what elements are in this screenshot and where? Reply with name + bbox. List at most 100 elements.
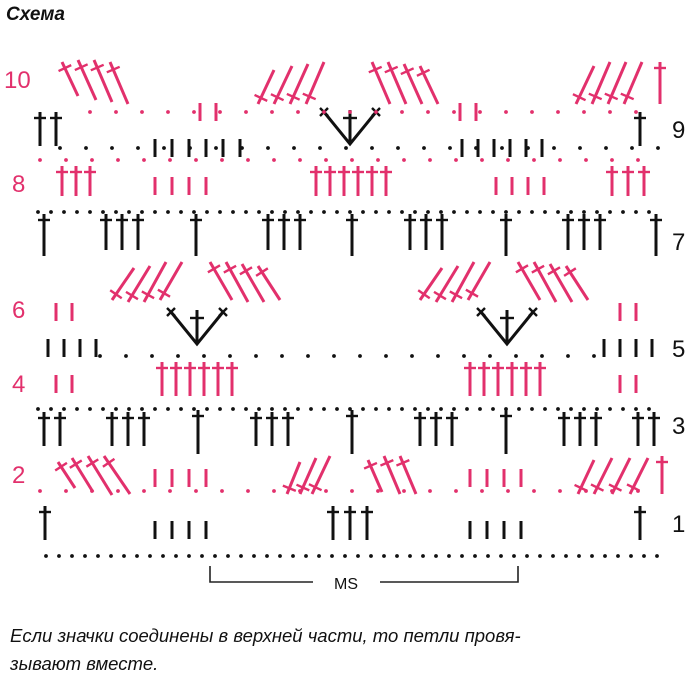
chain-dot — [402, 158, 406, 162]
chain-dot — [382, 554, 386, 558]
chain-dot — [504, 110, 508, 114]
chain-dot — [168, 489, 172, 493]
chain-dot — [98, 354, 102, 358]
chain-dot — [374, 210, 378, 214]
chain-dot — [166, 407, 170, 411]
chain-dot — [540, 354, 544, 358]
chain-dot — [504, 407, 508, 411]
chain-dot — [486, 554, 490, 558]
chain-dot — [270, 110, 274, 114]
chain-dot — [454, 489, 458, 493]
chain-dot — [205, 210, 209, 214]
row-number-7: 7 — [672, 229, 685, 256]
repeat-label: MS — [334, 576, 358, 593]
chain-dot — [49, 407, 53, 411]
chain-dot — [324, 158, 328, 162]
chain-dot — [226, 554, 230, 558]
chain-dot — [88, 210, 92, 214]
chain-dot — [530, 110, 534, 114]
chain-dot — [499, 554, 503, 558]
slanted-crossbar — [308, 483, 323, 492]
chain-dot — [174, 554, 178, 558]
chain-dot — [101, 407, 105, 411]
slanted-crossbar — [384, 65, 399, 74]
chain-dot — [408, 554, 412, 558]
chain-dot — [101, 210, 105, 214]
chain-dot — [448, 146, 452, 150]
slanted-crossbar — [302, 92, 317, 101]
chain-dot — [205, 407, 209, 411]
chain-dot — [356, 554, 360, 558]
slanted-crossbar — [85, 458, 99, 468]
slanted-crossbar — [395, 459, 410, 467]
chain-dot — [636, 158, 640, 162]
chain-dot — [384, 354, 388, 358]
chain-dot — [543, 407, 547, 411]
chain-dot — [64, 489, 68, 493]
slanted-crossbar — [626, 483, 641, 492]
chain-dot — [306, 354, 310, 358]
chain-dot — [551, 554, 555, 558]
chain-dot — [231, 210, 235, 214]
chain-dot — [608, 210, 612, 214]
chain-dot — [396, 146, 400, 150]
chain-dot — [348, 210, 352, 214]
chain-dot — [291, 554, 295, 558]
chain-dot — [491, 210, 495, 214]
chain-dot — [58, 146, 62, 150]
chain-dot — [532, 158, 536, 162]
row-number-1: 1 — [672, 511, 685, 538]
shell-x-right — [528, 307, 538, 317]
chain-dot — [452, 407, 456, 411]
chain-dot — [655, 554, 659, 558]
chain-dot — [57, 554, 61, 558]
chain-dot — [512, 554, 516, 558]
chain-dot — [124, 354, 128, 358]
chain-dot — [439, 210, 443, 214]
chain-dot — [376, 158, 380, 162]
chain-dot — [426, 407, 430, 411]
slanted-crossbar — [433, 290, 447, 301]
chain-dot — [148, 554, 152, 558]
chain-dot — [426, 110, 430, 114]
caption-line-1: Если значки соединены в верхней части, т… — [10, 625, 521, 646]
chain-dot — [376, 489, 380, 493]
chain-dot — [506, 158, 510, 162]
chain-dot — [292, 146, 296, 150]
chain-dot — [283, 407, 287, 411]
chain-dot — [530, 407, 534, 411]
chain-dot — [647, 210, 651, 214]
chain-dot — [214, 146, 218, 150]
chain-dot — [582, 407, 586, 411]
chain-dot — [421, 554, 425, 558]
chain-dot — [656, 146, 660, 150]
slanted-crossbar — [604, 92, 619, 101]
chain-dot — [504, 210, 508, 214]
chain-dot — [634, 210, 638, 214]
chain-dot — [38, 158, 42, 162]
chain-dot — [402, 489, 406, 493]
chain-dot — [569, 407, 573, 411]
chain-dot — [114, 407, 118, 411]
shell-x-left — [476, 307, 486, 317]
chain-dot — [49, 210, 53, 214]
slanted-crossbar — [223, 264, 237, 274]
chain-dot — [595, 210, 599, 214]
slanted-crossbar — [574, 483, 588, 492]
chain-dot — [252, 554, 256, 558]
chain-dot — [634, 407, 638, 411]
row-number-9: 9 — [672, 117, 685, 144]
chain-dot — [517, 407, 521, 411]
row-number-2: 2 — [12, 462, 25, 489]
chain-dot — [566, 354, 570, 358]
chain-dot — [582, 110, 586, 114]
chain-dot — [447, 554, 451, 558]
chain-dot — [370, 146, 374, 150]
chain-dot — [278, 554, 282, 558]
chain-dot — [543, 210, 547, 214]
chain-dot — [116, 158, 120, 162]
chain-dot — [70, 554, 74, 558]
stitch-grid — [34, 59, 668, 558]
chain-dot — [140, 407, 144, 411]
chain-dot — [436, 354, 440, 358]
